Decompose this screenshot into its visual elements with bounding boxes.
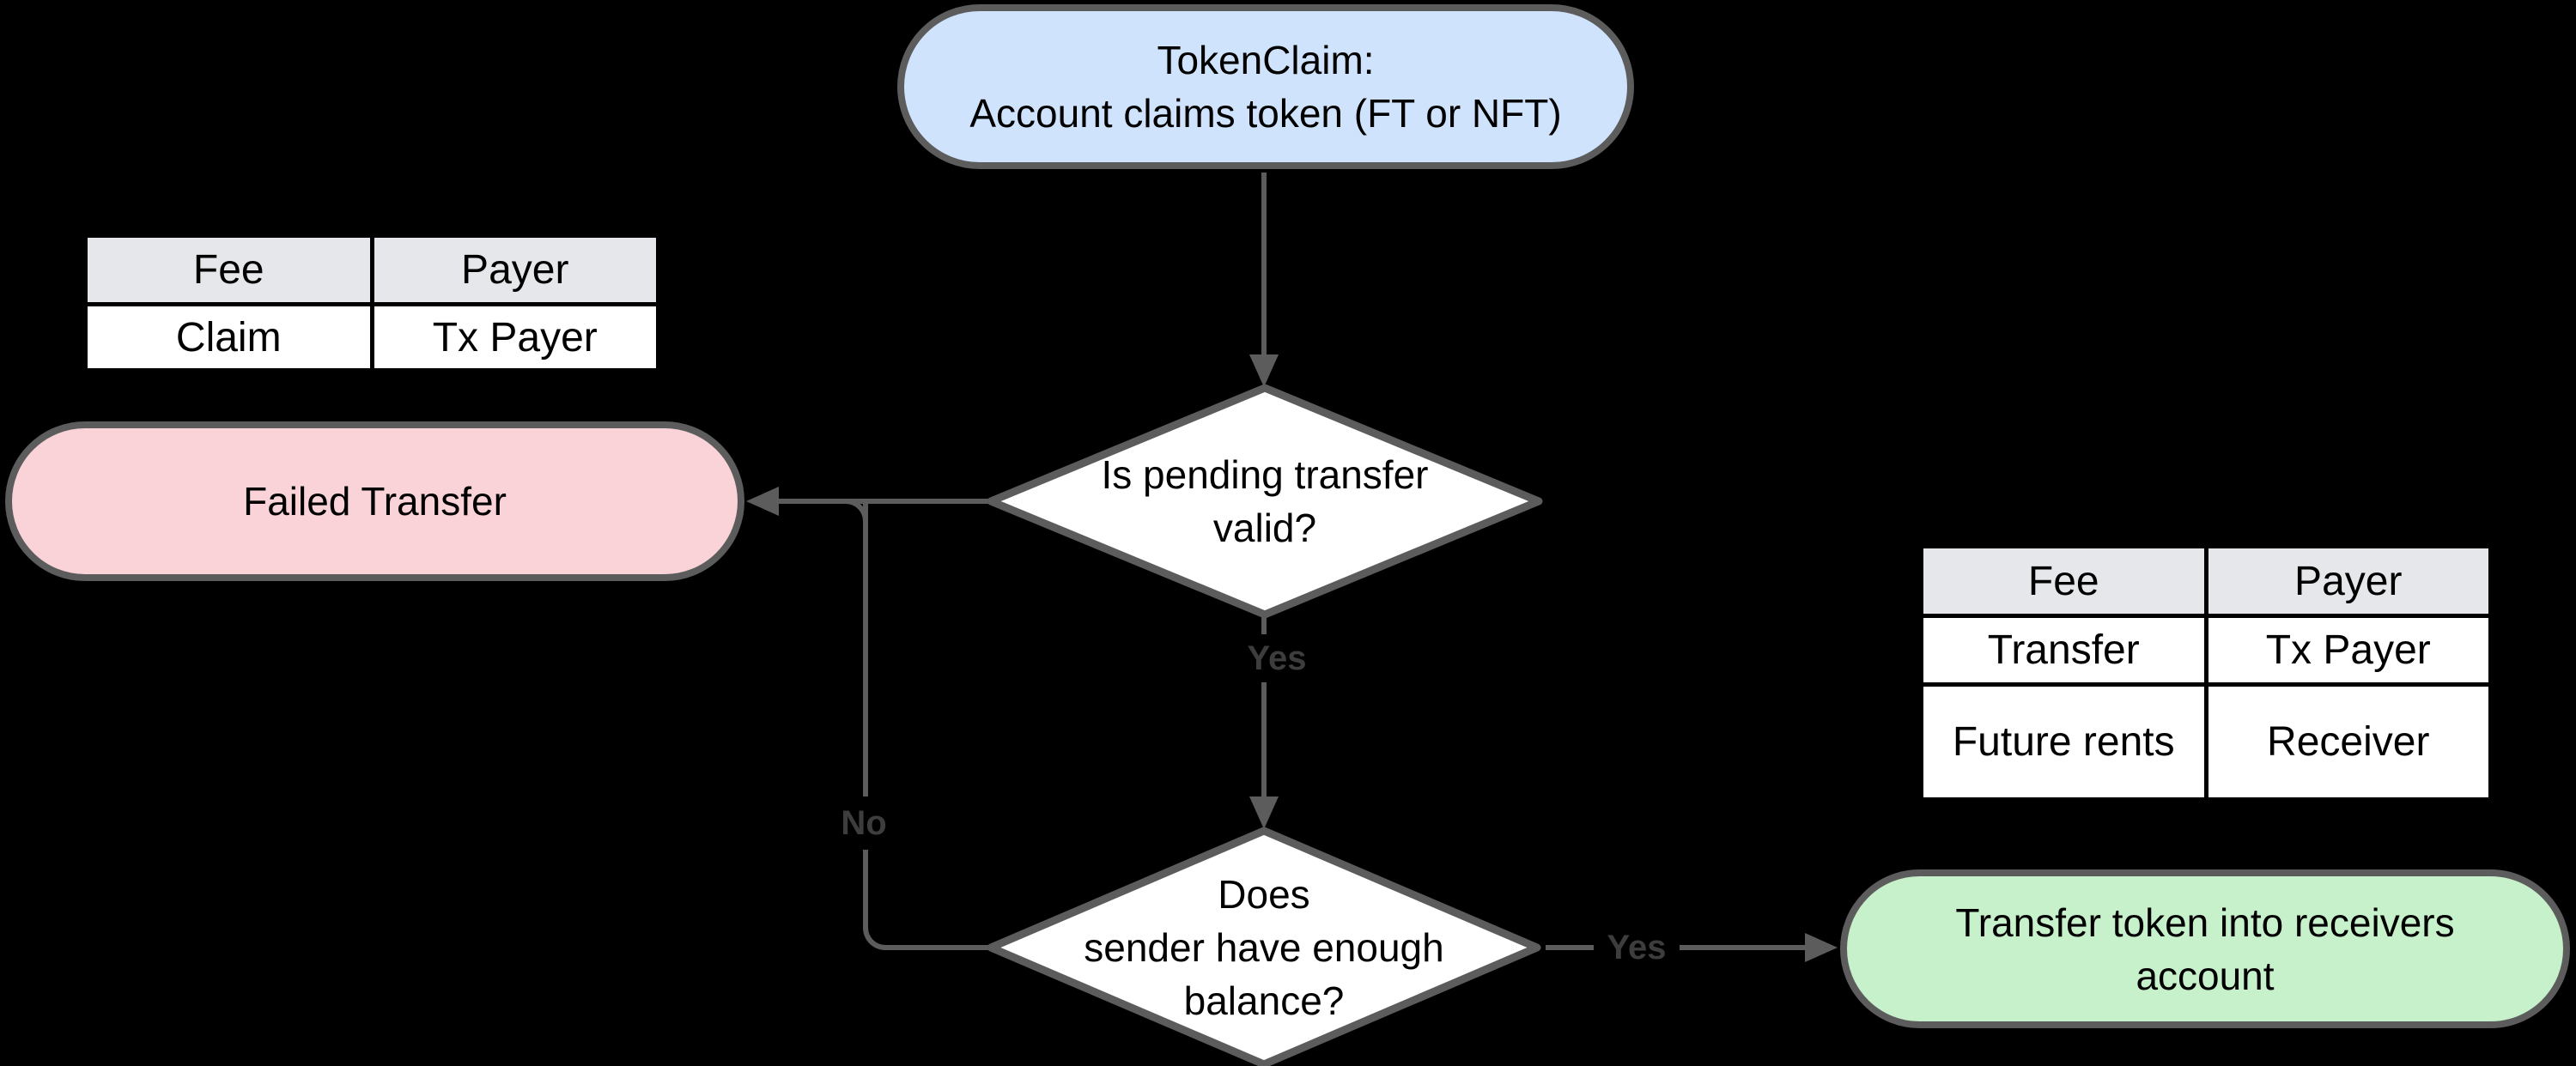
node-transfer-success-line2: account bbox=[2136, 953, 2275, 998]
node-transfer-success: Transfer token into receivers account bbox=[1840, 869, 2570, 1028]
table-row: Future rents Receiver bbox=[1923, 682, 2488, 797]
table-transfer-fees-header-fee: Fee bbox=[1923, 548, 2204, 614]
table-cell-claim: Claim bbox=[88, 302, 370, 368]
edge-decision1-to-failed-line bbox=[773, 499, 991, 504]
table-claim-fees: Fee Payer Claim Tx Payer bbox=[83, 233, 660, 372]
decision-pending-valid: Is pending transfer valid? bbox=[986, 383, 1544, 620]
decision-pending-valid-line1: Is pending transfer bbox=[1101, 452, 1429, 497]
table-row: Claim Tx Payer bbox=[88, 302, 656, 368]
edge-label-yes-2: Yes bbox=[1594, 924, 1680, 972]
table-cell-tx-payer: Tx Payer bbox=[2203, 614, 2488, 682]
table-row: Transfer Tx Payer bbox=[1923, 614, 2488, 682]
edge-label-no-text: No bbox=[841, 803, 887, 842]
decision-pending-valid-line2: valid? bbox=[1212, 506, 1317, 550]
node-token-claim-line1: TokenClaim: bbox=[1157, 38, 1375, 82]
edge-label-yes-1-text: Yes bbox=[1247, 639, 1307, 677]
decision-sender-balance-line3: balance? bbox=[1183, 978, 1345, 1023]
arrowhead-left-failed-icon bbox=[746, 487, 779, 516]
decision-sender-balance-line2: sender have enough bbox=[1084, 925, 1444, 970]
table-transfer-fees: Fee Payer Transfer Tx Payer Future rents… bbox=[1919, 544, 2493, 802]
table-cell-transfer: Transfer bbox=[1923, 614, 2204, 682]
arrowhead-down-decision2-icon bbox=[1249, 796, 1279, 829]
decision-sender-balance-line1: Does bbox=[1218, 872, 1310, 917]
arrowhead-right-success-icon bbox=[1805, 933, 1838, 962]
node-token-claim: TokenClaim: Account claims token (FT or … bbox=[897, 4, 1634, 169]
arrowhead-down-decision1-icon bbox=[1249, 354, 1279, 387]
edge-no-path bbox=[863, 502, 988, 950]
table-cell-receiver: Receiver bbox=[2203, 682, 2488, 797]
table-claim-fees-header-row: Fee Payer bbox=[88, 238, 656, 302]
edge-label-yes-1: Yes bbox=[1226, 634, 1327, 682]
table-transfer-fees-header-payer: Payer bbox=[2203, 548, 2488, 614]
table-claim-fees-header-fee: Fee bbox=[88, 238, 370, 302]
decision-sender-balance: Does sender have enough balance? bbox=[986, 826, 1542, 1066]
table-cell-future-rents: Future rents bbox=[1923, 682, 2204, 797]
table-transfer-fees-header-row: Fee Payer bbox=[1923, 548, 2488, 614]
node-failed-transfer-label: Failed Transfer bbox=[243, 479, 507, 524]
edge-tokenclaim-to-decision1-line bbox=[1261, 173, 1267, 356]
edge-decision1-to-decision2-line bbox=[1261, 615, 1267, 800]
table-claim-fees-header-payer: Payer bbox=[369, 238, 656, 302]
node-failed-transfer: Failed Transfer bbox=[5, 421, 744, 581]
table-cell-tx-payer: Tx Payer bbox=[369, 302, 656, 368]
edge-label-yes-2-text: Yes bbox=[1607, 928, 1667, 966]
node-token-claim-line2: Account claims token (FT or NFT) bbox=[969, 91, 1562, 136]
edge-label-no: No bbox=[816, 796, 912, 850]
node-transfer-success-line1: Transfer token into receivers bbox=[1955, 899, 2455, 945]
